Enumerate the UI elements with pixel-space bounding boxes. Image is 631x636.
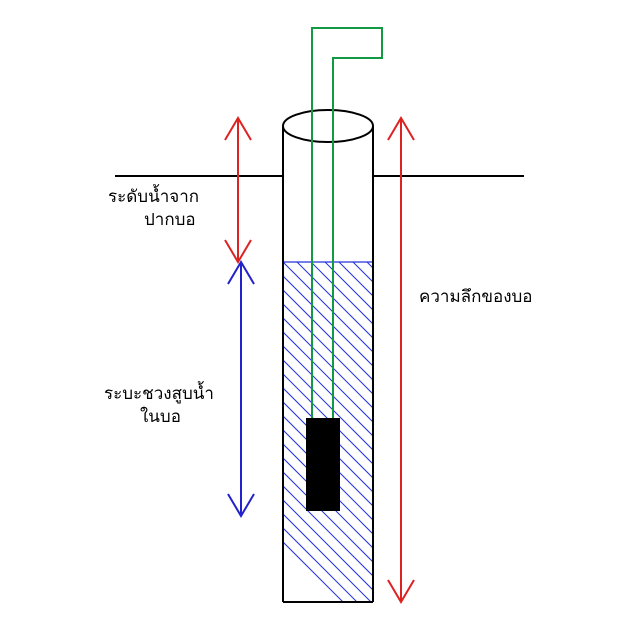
label-water-level-from-top: ระดับน้ำจาก ปากบอ [108, 186, 199, 232]
hatch-line [338, 262, 373, 297]
hatch-line [479, 262, 631, 602]
hatch-line [283, 345, 373, 437]
label-water-level-line-2: ปากบอ [144, 210, 196, 230]
red-arrow-water-level [224, 116, 252, 264]
hatch-line [283, 541, 344, 602]
hatch-line [283, 485, 373, 577]
hatch-line [591, 262, 631, 602]
hatch-line [283, 499, 373, 591]
hatch-line [283, 275, 373, 367]
hatch-line [283, 457, 373, 549]
hatch-line [283, 359, 373, 451]
hatch-line [493, 262, 631, 602]
hatch-line [577, 262, 631, 602]
hatch-line [465, 262, 631, 602]
label-well-depth: ความลึกของบอ [419, 287, 533, 307]
hatch-line [352, 262, 373, 283]
hatch-line [451, 262, 631, 602]
hatch-line [310, 262, 373, 325]
hatch-line [283, 373, 373, 465]
label-pump-range: ระบะชวงสูบน้ำ ในบอ [104, 383, 214, 429]
hatch-line [563, 262, 631, 602]
hatch-line [549, 262, 631, 602]
hatch-line [283, 415, 373, 507]
hatch-line [395, 262, 631, 602]
discharge-pipe [311, 27, 383, 418]
red-arrow-well-depth [387, 116, 415, 604]
hatch-line [283, 262, 373, 353]
hatch-line [283, 303, 373, 395]
hatch-line [283, 471, 373, 563]
label-pump-range-line-2: ในบอ [140, 407, 181, 427]
well-casing [282, 109, 374, 603]
hatch-line [507, 262, 631, 602]
label-pump-range-line-1: ระบะชวงสูบน้ำ [104, 384, 214, 404]
hatch-line [409, 262, 631, 602]
hatch-line [296, 262, 373, 339]
hatch-line [423, 262, 631, 602]
hatch-line [381, 262, 631, 602]
hatch-line [437, 262, 631, 602]
hatch-line [535, 262, 631, 602]
hatch-line [283, 429, 373, 521]
label-water-level-line-1: ระดับน้ำจาก [108, 187, 200, 207]
hatch-line [283, 443, 373, 535]
blue-arrow-pump-range [227, 260, 255, 518]
hatch-line [366, 262, 373, 269]
hatch-line [605, 262, 631, 602]
hatch-line [283, 527, 358, 602]
hatch-line [521, 262, 631, 602]
hatch-line [283, 513, 372, 602]
hatch-line [619, 262, 631, 602]
hatch-line [324, 262, 373, 311]
hatch-line [283, 331, 373, 423]
hatch-line [283, 317, 373, 409]
pump-body [306, 418, 340, 511]
